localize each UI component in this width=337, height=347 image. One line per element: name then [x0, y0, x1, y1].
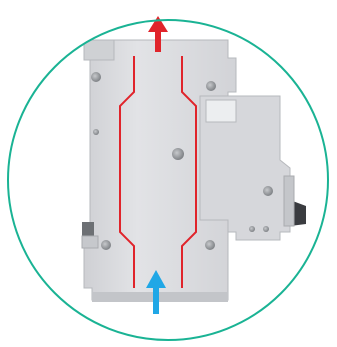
frame-circle	[7, 19, 329, 341]
rivet	[93, 129, 99, 135]
rivet	[263, 186, 273, 196]
rivet	[206, 81, 216, 91]
rivets	[91, 72, 273, 250]
current-path-lines	[119, 56, 197, 288]
rivet	[172, 148, 184, 160]
rivet	[263, 226, 269, 232]
arrow-up-out-icon	[148, 16, 168, 52]
rivet	[101, 240, 111, 250]
rivet	[249, 226, 255, 232]
breaker-body	[81, 39, 306, 302]
rivet	[205, 240, 215, 250]
rivet	[91, 72, 101, 82]
arrow-up-in-icon	[146, 270, 166, 314]
